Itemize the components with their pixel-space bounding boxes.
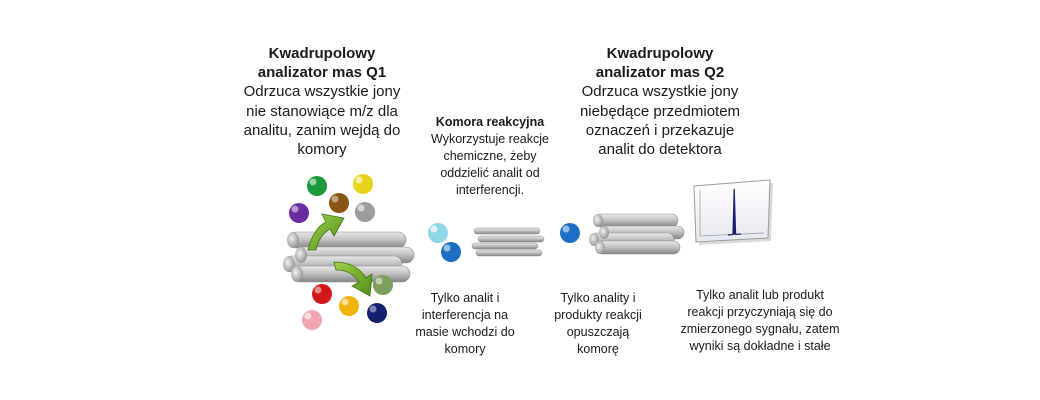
analyte-ion (560, 223, 580, 243)
detector-spectrum-icon (693, 179, 773, 245)
cell-entry-ions (428, 223, 461, 262)
q1-desc-3: analitu, zanim wejdą do (243, 121, 401, 139)
q1-ions-upper (289, 174, 375, 223)
caption-cell-entry: Tylko analit i interferencja na masie wc… (400, 290, 530, 358)
reaction-cell-rods (471, 227, 545, 257)
q1-desc-4: komory (297, 140, 347, 158)
cap1-line-4: komory (444, 341, 486, 356)
cap3-line-3: zmierzonego sygnału, zatem (680, 321, 840, 336)
q1-ions-lower (302, 275, 393, 330)
cap3-line-4: wyniki są dokładne i stałe (689, 338, 831, 353)
cap3-line-1: Tylko analit lub produkt (696, 288, 824, 302)
q2-title-line1: Kwadrupolowy (606, 45, 714, 62)
q1-desc-2: nie stanowiące m/z dla (246, 102, 398, 120)
cap2-line-3: opuszczają (566, 324, 630, 339)
q2-quadrupole-rods (589, 213, 685, 255)
cap1-line-2: interferencja na (421, 307, 509, 322)
q1-desc-1: Odrzuca wszystkie jony (243, 83, 401, 101)
cap2-line-2: produkty reakcji (554, 307, 642, 322)
reaction-cell-label: Komora reakcyjna Wykorzystuje reakcje ch… (415, 114, 565, 198)
cap2-line-4: komorę (577, 341, 619, 356)
cell-desc-3: oddzielić analit od (440, 165, 540, 180)
q1-quadrupole-rods (283, 231, 415, 283)
q2-title-line2: analizator mas Q2 (595, 64, 725, 82)
q2-desc-1: Odrzuca wszystkie jony (581, 83, 739, 101)
cap1-line-1: Tylko analit i (430, 291, 500, 305)
cell-desc-4: interferencji. (455, 182, 525, 197)
q1-title-line2: analizator mas Q1 (257, 64, 387, 82)
q2-desc-4: analit do detektora (598, 140, 722, 158)
rejection-arrow-up-icon (307, 213, 345, 251)
cell-desc-1: Wykorzystuje reakcje (431, 131, 549, 146)
q2-desc-3: oznaczeń i przekazuje (585, 121, 735, 139)
q2-label: Kwadrupolowy analizator mas Q2 Odrzuca w… (560, 44, 760, 159)
caption-detector: Tylko analit lub produkt reakcji przyczy… (660, 287, 860, 355)
cap2-line-1: Tylko anality i (560, 291, 636, 305)
q1-label: Kwadrupolowy analizator mas Q1 Odrzuca w… (222, 44, 422, 159)
cap1-line-3: masie wchodzi do (415, 324, 515, 339)
caption-cell-exit: Tylko anality i produkty reakcji opuszcz… (543, 290, 653, 358)
q2-desc-2: niebędące przedmiotem (579, 102, 741, 120)
cell-title: Komora reakcyjna (435, 115, 545, 129)
cap3-line-2: reakcji przyczyniają się do (687, 304, 833, 319)
cell-desc-2: chemiczne, żeby (443, 148, 537, 163)
rejection-arrow-down-icon (333, 261, 373, 297)
q1-title-line1: Kwadrupolowy (268, 45, 376, 62)
